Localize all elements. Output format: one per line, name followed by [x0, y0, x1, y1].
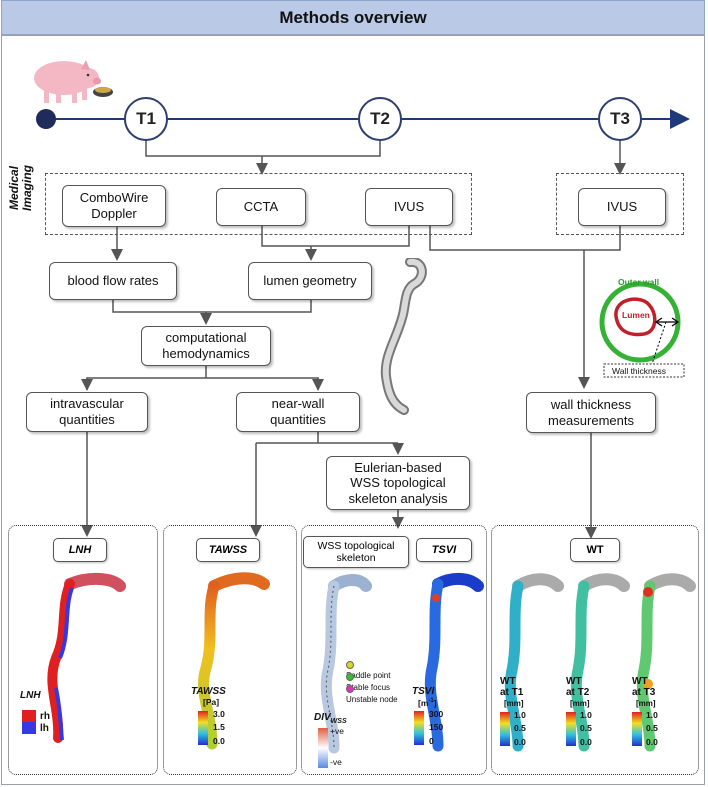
wall-thickness-inset-diagram: [599, 281, 685, 378]
wt-t3-tick-max: 1.0: [646, 710, 658, 720]
wt-panel-label: WT: [570, 538, 620, 562]
lnh-legend-swatch-rh: [22, 710, 36, 722]
coronary-geometry-model: [380, 258, 427, 415]
wt-t1-tick-max: 1.0: [514, 710, 526, 720]
wt-t3-unit: [mm]: [636, 699, 656, 708]
unstable-node-label: Unstable node: [346, 676, 398, 704]
panel-skeleton-tsvi: [301, 525, 487, 775]
tsvi-vessel-map: [424, 573, 484, 752]
figure-frame: [1, 35, 705, 785]
tsvi-unit-main: [m: [418, 697, 429, 708]
wt-t1-unit: [mm]: [504, 699, 524, 708]
timepoint-t3: T3: [598, 97, 642, 141]
timepoint-t2: T2: [358, 97, 402, 141]
near-wall-quantities-box: near-wall quantities: [236, 392, 360, 432]
saddle-point-marker: [346, 660, 354, 669]
stable-focus-text: Stable focus: [346, 682, 391, 692]
wt-t1-colorbar: [500, 712, 510, 746]
wt-t3-colorbar: [632, 712, 642, 746]
panel-tawss: [163, 525, 297, 775]
pig-icon: [34, 60, 113, 103]
wt-t2-tick-max: 1.0: [580, 710, 592, 720]
tawss-panel-label: TAWSS: [196, 538, 260, 562]
figure-title: Methods overview: [1, 0, 705, 35]
unstable-node-marker: [346, 684, 354, 693]
lnh-panel-label: LNH: [53, 538, 107, 562]
blood-flow-rates-box: blood flow rates: [49, 262, 177, 300]
timeline-start-dot: [36, 109, 56, 129]
tsvi-unit-end: ]: [433, 697, 437, 708]
tawss-tick-mid: 1.5: [213, 722, 225, 732]
div-legend-title: DIVWSS: [314, 712, 347, 726]
timepoint-t1: T1: [124, 97, 168, 141]
tsvi-tick-mid: 150: [429, 722, 444, 732]
saddle-point-text: Saddle point: [346, 670, 391, 680]
eulerian-analysis-box: Eulerian-based WSS topological skeleton …: [326, 456, 470, 510]
ivus-box-t3: IVUS: [578, 188, 666, 226]
lnh-legend-label-lh: lh: [40, 723, 49, 734]
div-colorbar: [318, 728, 328, 768]
tawss-tick-max: 3.0: [213, 709, 225, 719]
combowire-doppler-box: ComboWire Doppler: [62, 185, 166, 227]
stable-focus-label: Stable focus: [346, 664, 390, 692]
lnh-legend-label-rh: rh: [40, 711, 50, 722]
panel-wt: [491, 525, 699, 775]
wt-t3-title: WT at T3: [632, 676, 656, 698]
tawss-colorbar: [198, 711, 208, 745]
computational-hemodynamics-box: computational hemodynamics: [141, 326, 271, 366]
lumen-geometry-box: lumen geometry: [248, 262, 372, 300]
tsvi-tick-max: 300: [429, 709, 444, 719]
tsvi-colorbar: [414, 711, 424, 745]
tsvi-unit-sup: -1: [428, 698, 434, 704]
wt-t2-tick-mid: 0.5: [580, 723, 592, 733]
tawss-legend-title: TAWSS: [191, 686, 226, 697]
wall-thickness-label: Wall thickness: [612, 366, 667, 376]
tsvi-legend-title: TSVI: [412, 686, 435, 697]
ccta-box: CCTA: [216, 188, 306, 226]
tawss-vessel-map: [198, 572, 270, 750]
outer-wall-label: Outer wall: [618, 277, 660, 287]
panel-lnh: [8, 525, 158, 775]
unstable-node-text: Unstable node: [346, 694, 398, 704]
lnh-legend-swatch-lh: [22, 722, 36, 734]
intravascular-quantities-box: intravascular quantities: [26, 392, 148, 432]
wt-t1-tick-mid: 0.5: [514, 723, 526, 733]
div-legend-sub: WSS: [330, 718, 347, 725]
div-legend-main: DIV: [314, 712, 331, 723]
lumen-label: Lumen: [622, 310, 650, 320]
lnh-vessel-map: [47, 573, 126, 743]
wt-t1-title: WT at T1: [500, 676, 524, 698]
tsvi-panel-label: TSVI: [416, 538, 472, 562]
tsvi-legend-unit: [m-1]: [418, 698, 437, 708]
wt-t2-colorbar: [566, 712, 576, 746]
tsvi-tick-min: 0: [429, 736, 434, 746]
tawss-tick-min: 0.0: [213, 736, 225, 746]
wt-t3-tick-mid: 0.5: [646, 723, 658, 733]
wt-vessel-maps: [504, 573, 696, 752]
saddle-point-label: Saddle point: [346, 652, 390, 680]
medical-imaging-label: Medical Imaging: [7, 165, 35, 212]
div-plus-label: +ve: [330, 726, 344, 736]
wt-t1-tick-min: 0.0: [514, 737, 526, 747]
imaging-panel-t3: [556, 173, 684, 235]
skeleton-panel-label: WSS topological skeleton: [303, 536, 409, 568]
stable-focus-marker: [346, 672, 354, 681]
div-minus-label: -ve: [330, 757, 342, 767]
wt-t2-unit: [mm]: [570, 699, 590, 708]
skeleton-vessel-map: [320, 574, 372, 754]
wt-t3-tick-min: 0.0: [646, 737, 658, 747]
lnh-legend-title: LNH: [20, 690, 41, 701]
ivus-box-t1-t2: IVUS: [365, 188, 453, 226]
wall-thickness-measurements-box: wall thickness measurements: [526, 392, 656, 433]
wt-t2-title: WT at T2: [566, 676, 590, 698]
imaging-panel-t1-t2: [45, 173, 472, 235]
tawss-legend-unit: [Pa]: [203, 697, 220, 707]
wt-t2-tick-min: 0.0: [580, 737, 592, 747]
